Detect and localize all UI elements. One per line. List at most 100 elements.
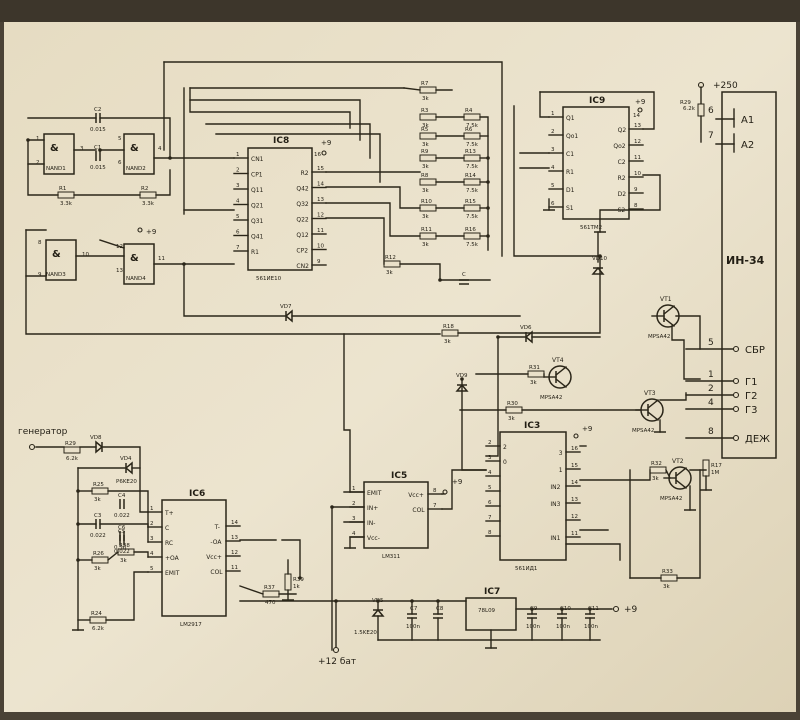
svg-text:6.2k: 6.2k — [66, 456, 79, 462]
svg-text:3k: 3k — [663, 584, 670, 590]
svg-text:R1: R1 — [59, 186, 66, 192]
indicator-pin-1: 1 — [708, 370, 714, 380]
svg-text:+9: +9 — [146, 228, 156, 236]
svg-text:R25: R25 — [93, 482, 104, 488]
svg-text:R37: R37 — [264, 585, 275, 591]
svg-text:R16: R16 — [465, 227, 476, 233]
paper-background — [4, 22, 796, 712]
indicator-pin-7: 7 — [708, 131, 714, 141]
ic3-pin-1: 1 — [559, 467, 563, 474]
indicator-pin-4: 4 — [708, 398, 714, 408]
ic9-label: IC9 — [589, 96, 605, 106]
svg-text:1: 1 — [352, 486, 356, 492]
in34-indicator: ИН-34 +250 R29 6.2k 6A17A25СБР1Г12Г24Г38… — [680, 81, 777, 459]
nand-gate-3: & NAND3 8 9 10 — [38, 239, 89, 281]
ic9-pin-c2: C2 — [618, 159, 626, 166]
svg-text:R29: R29 — [680, 100, 691, 106]
svg-text:R38: R38 — [119, 543, 130, 549]
ic9-pin-c1: C1 — [566, 151, 574, 158]
ic3-pin-0: 0 — [503, 459, 507, 466]
svg-text:C5: C5 — [118, 529, 126, 535]
capacitor-c4: C40.022 — [114, 493, 130, 519]
ic9-pin-d1: D1 — [566, 187, 575, 194]
svg-text:16: 16 — [571, 446, 578, 452]
svg-text:6.2k: 6.2k — [92, 626, 105, 632]
svg-text:C7: C7 — [410, 606, 418, 612]
ic3-pin-2: 2 — [503, 444, 507, 451]
svg-text:3: 3 — [80, 146, 84, 152]
svg-text:13: 13 — [116, 268, 123, 274]
battery-input: +12 бат — [318, 646, 356, 667]
ic8-pin-cn1: CN1 — [251, 156, 264, 163]
svg-text:2: 2 — [36, 160, 40, 166]
svg-text:9: 9 — [317, 259, 321, 265]
indicator-anode-a1: A1 — [741, 115, 754, 126]
svg-text:R2: R2 — [141, 186, 148, 192]
svg-text:14: 14 — [317, 182, 324, 188]
svg-text:470: 470 — [265, 600, 276, 606]
battery-label: +12 бат — [318, 657, 356, 667]
svg-text:15: 15 — [571, 463, 578, 469]
ic6-pin-emit: EMIT — [165, 570, 180, 577]
ic5-pin-vcc+: Vcc+ — [408, 492, 424, 499]
svg-text:C: C — [462, 272, 466, 278]
ic9-pin-s1: S1 — [566, 205, 574, 212]
ic5-vcc: +9 — [452, 478, 462, 486]
svg-text:R17: R17 — [711, 463, 722, 469]
ic8-part: 561ИЕ10 — [256, 276, 282, 282]
ic7-regulator: IC7 78L09 — [465, 587, 517, 649]
svg-text:MPSA42: MPSA42 — [660, 496, 682, 502]
svg-text:11: 11 — [158, 256, 165, 262]
ic8-pin-q21: Q21 — [251, 203, 264, 210]
ic8-pin16: 16 — [314, 152, 321, 158]
svg-text:R7: R7 — [421, 81, 429, 87]
svg-text:C2: C2 — [94, 107, 101, 113]
svg-text:R14: R14 — [465, 173, 476, 179]
svg-text:&: & — [52, 249, 61, 260]
ic8-pin-r2: R2 — [301, 170, 309, 177]
svg-text:C8: C8 — [436, 606, 444, 612]
capacitor-c6: C60.56 — [114, 525, 127, 551]
ic3-label: IC3 — [524, 421, 540, 431]
ic9-pin-q2: Q2 — [618, 127, 627, 134]
svg-text:VD7: VD7 — [280, 304, 292, 310]
svg-text:R18: R18 — [443, 324, 454, 330]
capacitor-c1: C10.015 — [90, 145, 106, 171]
indicator-pin-8: 8 — [708, 427, 714, 437]
regulated-output: +9 — [612, 605, 638, 615]
ic9-pin-r1: R1 — [566, 169, 574, 176]
svg-text:12: 12 — [571, 514, 578, 520]
svg-text:12: 12 — [317, 213, 324, 219]
svg-text:2: 2 — [551, 129, 555, 135]
ic3-vcc: +9 — [582, 425, 592, 433]
ic8-vcc: +9 — [321, 139, 331, 147]
svg-text:NAND1: NAND1 — [46, 166, 66, 172]
ic5-part: LM311 — [382, 554, 400, 560]
svg-text:11: 11 — [634, 155, 641, 161]
nand-gate-2: & NAND2 5 6 4 — [118, 133, 162, 175]
svg-text:1: 1 — [551, 111, 555, 117]
svg-text:9: 9 — [38, 272, 42, 278]
indicator-pin-6: 6 — [708, 106, 714, 116]
svg-text:100n: 100n — [556, 624, 570, 630]
svg-text:R33: R33 — [662, 569, 673, 575]
svg-text:VD9: VD9 — [456, 373, 468, 379]
svg-text:R5: R5 — [421, 127, 429, 133]
svg-text:2: 2 — [352, 501, 356, 507]
svg-text:R13: R13 — [465, 149, 476, 155]
svg-text:R9: R9 — [421, 149, 429, 155]
ic8-pin-q42: Q42 — [296, 186, 309, 193]
svg-text:&: & — [130, 143, 139, 154]
svg-text:100n: 100n — [406, 624, 420, 630]
svg-text:13: 13 — [634, 123, 641, 129]
svg-text:4: 4 — [236, 199, 240, 205]
svg-text:1: 1 — [150, 506, 154, 512]
ic9-pin-q1: Q1 — [566, 115, 575, 122]
svg-text:MPSA42: MPSA42 — [540, 395, 562, 401]
svg-text:VD8: VD8 — [90, 435, 102, 441]
svg-text:&: & — [130, 253, 139, 264]
svg-text:&: & — [50, 143, 59, 154]
ic9-part: 561ТМ2 — [580, 225, 602, 231]
svg-text:R26: R26 — [93, 551, 104, 557]
